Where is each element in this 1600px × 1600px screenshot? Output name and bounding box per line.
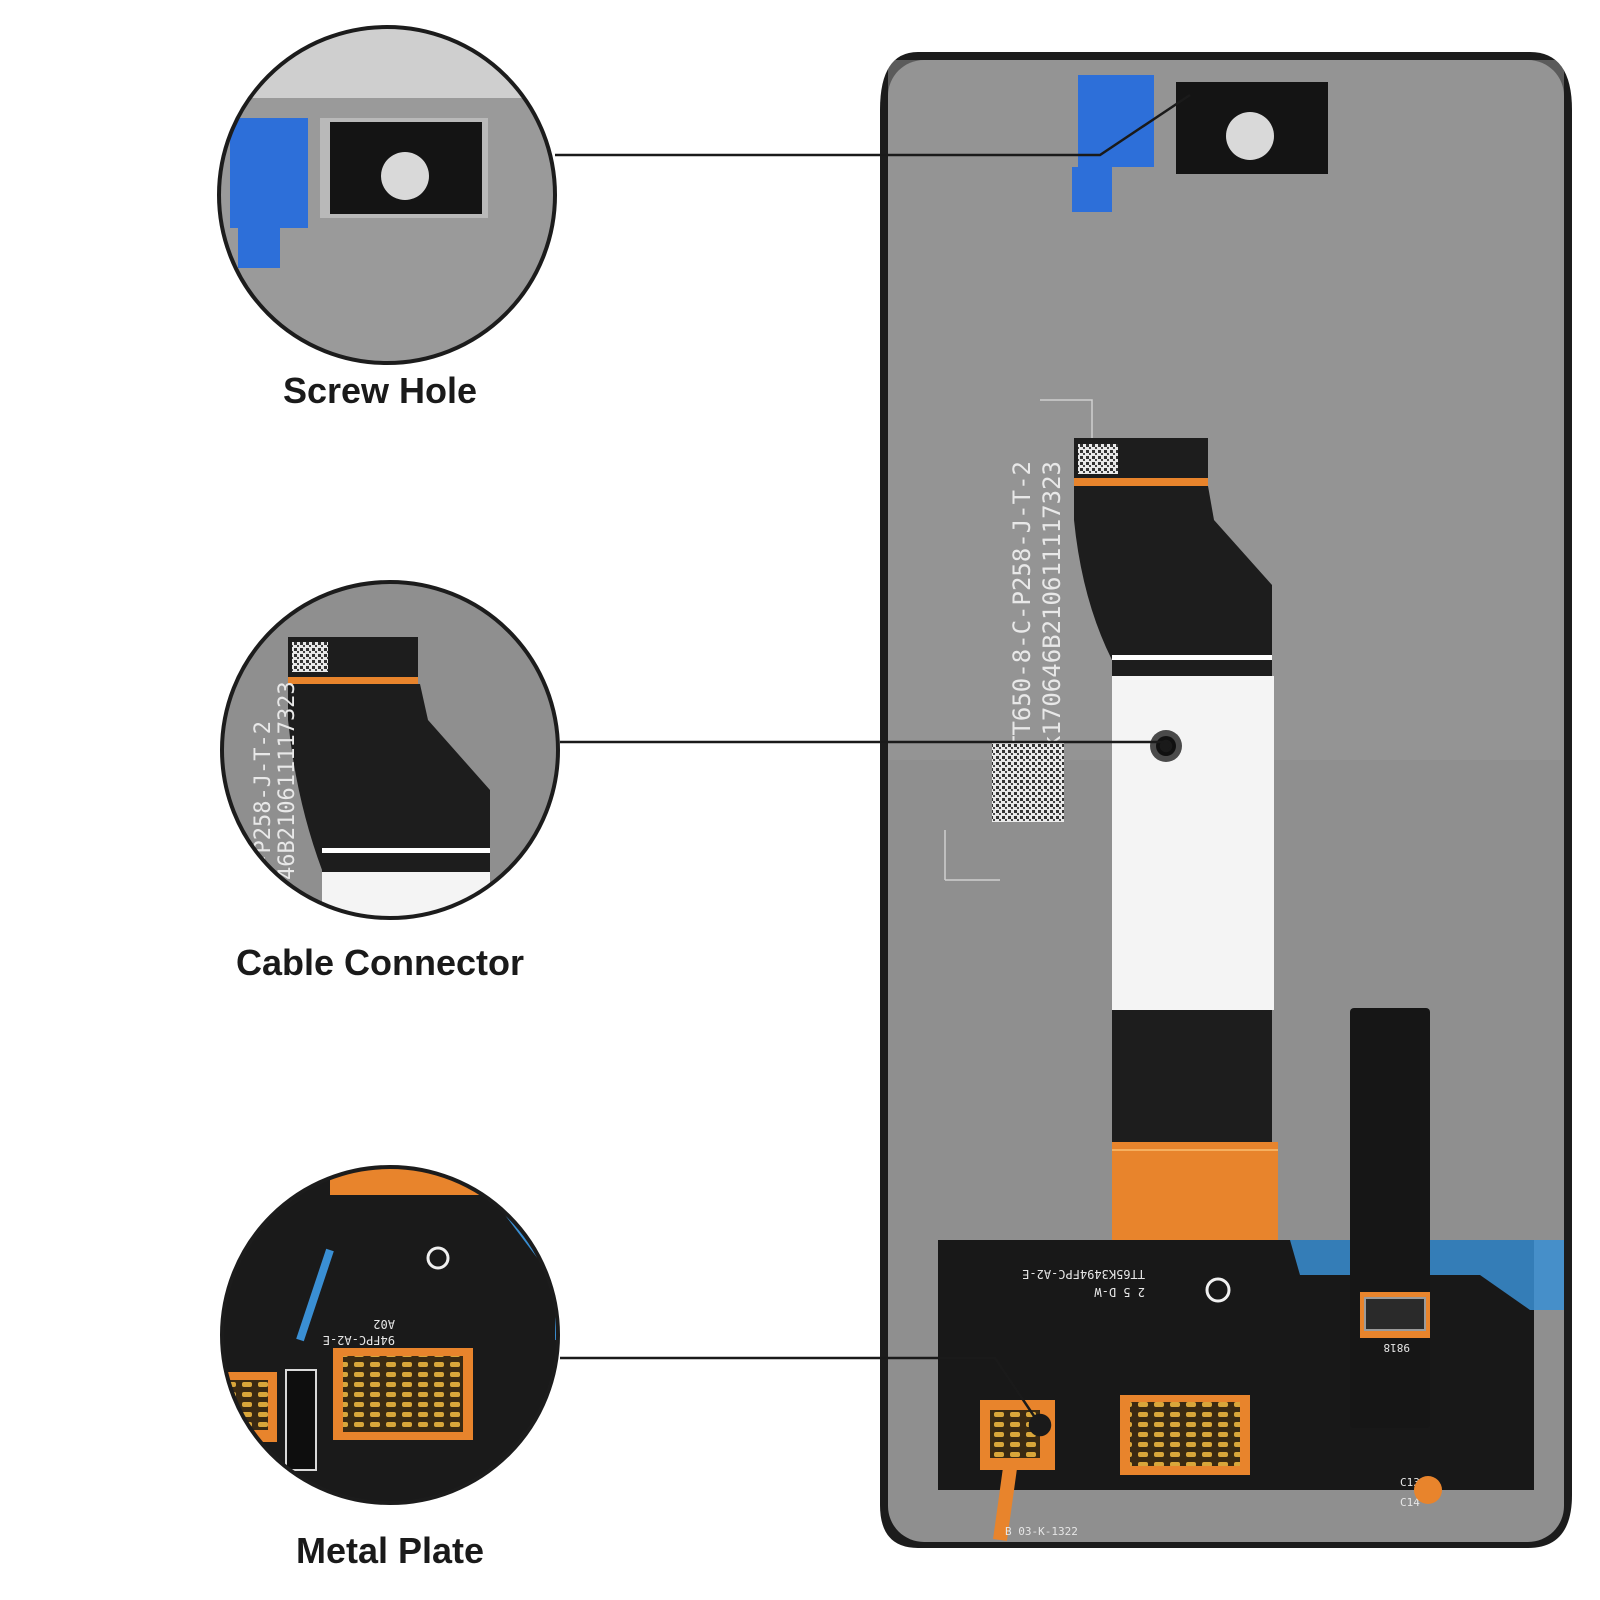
ic-chip <box>1130 1402 1240 1466</box>
panel-code-line1: TT650-8-C-P258-J-T-2 <box>1008 461 1036 750</box>
connector-tag: 9818 <box>1384 1341 1411 1354</box>
svg-text:94FPC-A2-E: 94FPC-A2-E <box>323 1333 395 1347</box>
side-connector-strip: 9818 <box>1350 1008 1430 1428</box>
flex-datamatrix <box>1078 444 1118 474</box>
magnifier-metal-plate: A02 94FPC-A2-E <box>220 1165 560 1505</box>
magnifier-cable-connector: C-P258-J-T-2 46B210611117323 <box>220 580 560 920</box>
top-screw-hole <box>1072 75 1328 212</box>
fpc-print: TT65K3494FPC-A2-E 2 5 D-W <box>1022 1267 1145 1299</box>
display-flex-cable <box>1074 438 1278 1262</box>
label-metal-plate: Metal Plate <box>295 1530 485 1571</box>
screw-hole-icon <box>1226 112 1274 160</box>
leader-metal-plate <box>560 1356 1042 1426</box>
callout-lines <box>555 93 1191 1437</box>
stiffener-plate <box>1112 676 1274 1010</box>
svg-text:A02: A02 <box>373 1317 395 1331</box>
panel-code-line2: k170646B210611117323 <box>1038 461 1066 750</box>
panel-datamatrix <box>992 742 1064 822</box>
leader-screw-hole <box>555 93 1191 157</box>
fpc-date-text: 2 5 D-W <box>1094 1285 1145 1299</box>
part-bottom: B 03-K-1322 <box>1005 1525 1078 1538</box>
blue-tape <box>1078 75 1154 167</box>
label-screw-hole: Screw Hole <box>282 370 478 411</box>
lcd-assembly: TT650-8-C-P258-J-T-2 k170646B21061111732… <box>880 52 1572 1548</box>
magnifier-screw-hole <box>217 25 557 365</box>
fpc-model-text: TT65K3494FPC-A2-E <box>1022 1267 1145 1281</box>
part-c14: C14 <box>1400 1496 1420 1509</box>
svg-text:C-P258-J-T-2: C-P258-J-T-2 <box>251 721 276 880</box>
svg-text:46B210611117323: 46B210611117323 <box>275 681 300 880</box>
label-cable-connector: Cable Connector <box>235 942 525 983</box>
panel-code: TT650-8-C-P258-J-T-2 k170646B21061111732… <box>1008 461 1066 750</box>
